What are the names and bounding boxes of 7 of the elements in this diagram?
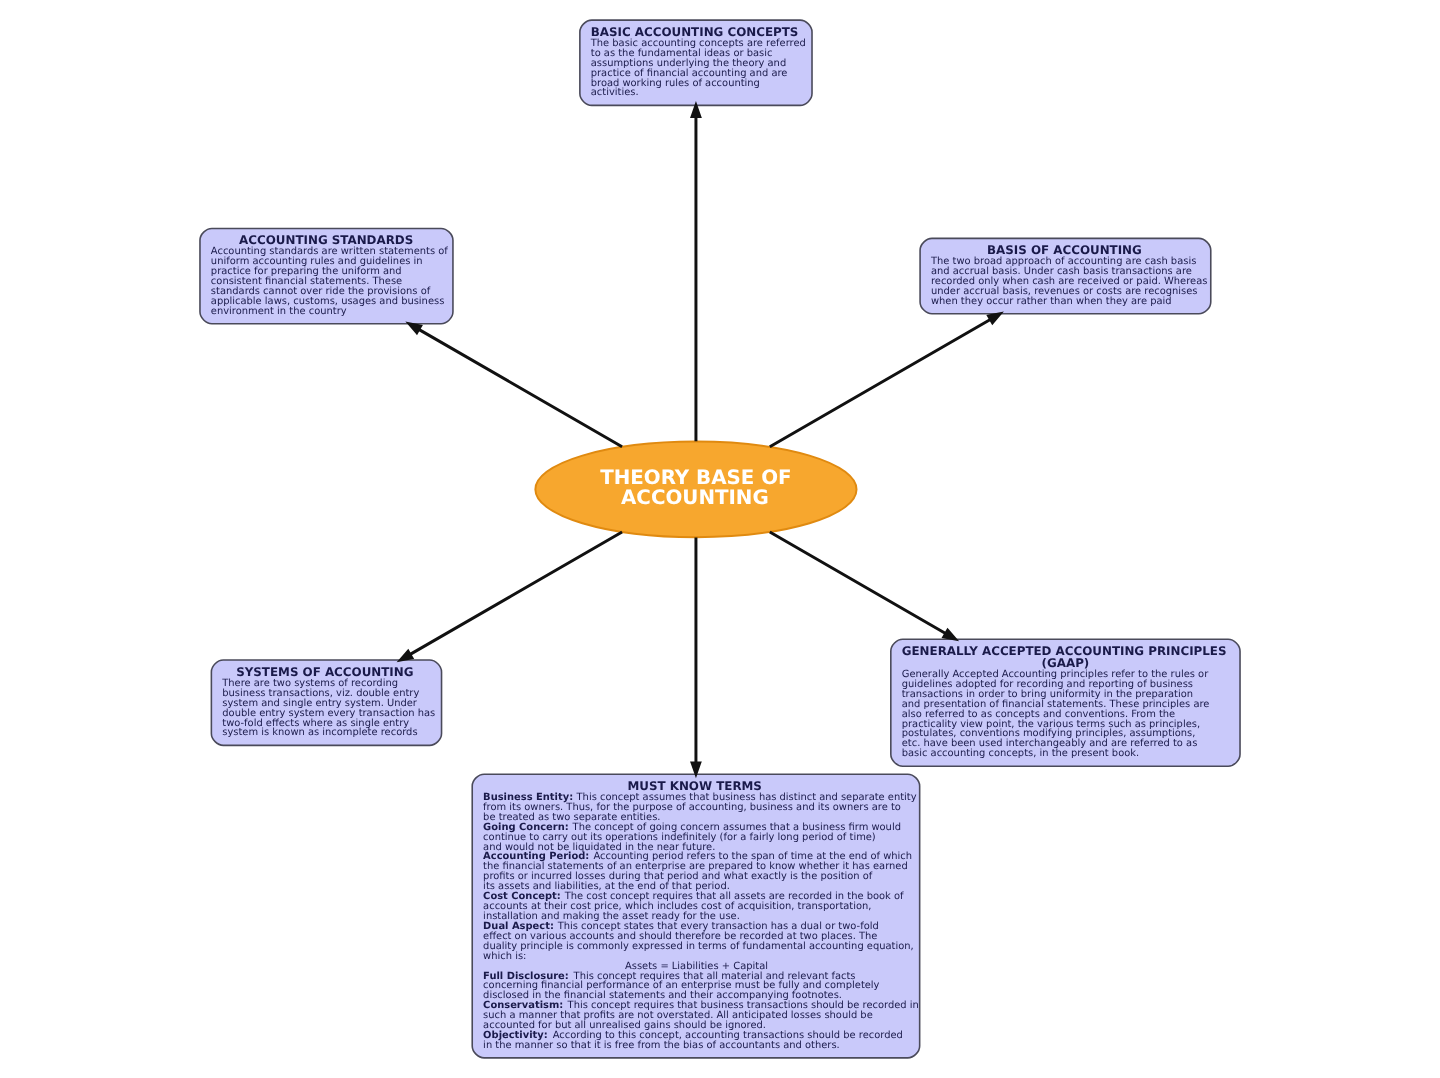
arrow <box>769 311 1004 449</box>
arrow <box>690 537 702 779</box>
node-ellipse: THEORY BASE OF ACCOUNTING <box>534 440 858 539</box>
arrow <box>396 530 623 663</box>
arrow <box>405 321 623 449</box>
arrow <box>769 530 960 642</box>
arrow <box>690 101 702 442</box>
